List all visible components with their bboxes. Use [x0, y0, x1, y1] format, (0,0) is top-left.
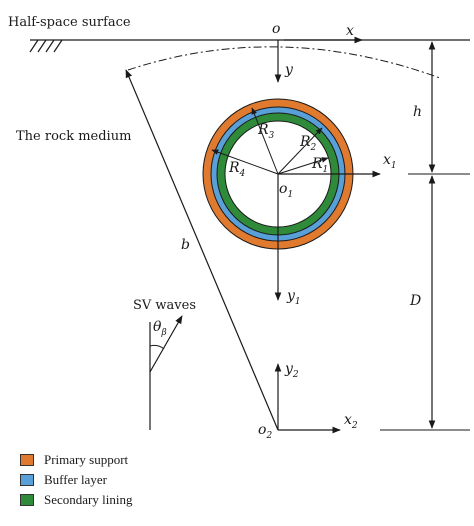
rock-medium-label: The rock medium [16, 129, 131, 144]
r4-label: R4 [228, 160, 246, 179]
sv-waves-label: SV waves [133, 298, 196, 313]
b-label: b [181, 237, 190, 253]
h-label: h [413, 104, 422, 120]
r2-arrow [277, 127, 323, 175]
theta-arc [149, 344, 165, 350]
legend-swatch [20, 474, 34, 486]
x2-axis-label: x2 [344, 412, 358, 431]
r3-label: R3 [257, 122, 275, 141]
theta-label: θβ [153, 319, 167, 338]
legend-label: Buffer layer [44, 472, 107, 487]
o2-label: o2 [258, 422, 272, 441]
origin-label: o [272, 21, 280, 37]
legend-item-primary-support: Primary support [20, 450, 132, 470]
r4-arrow [211, 149, 279, 175]
y1-axis-label: y1 [286, 288, 301, 307]
sv-wave-arrow [149, 315, 183, 373]
r2-label: R2 [299, 134, 317, 153]
o1-label: o1 [279, 181, 293, 200]
y2-axis-label: y2 [284, 361, 299, 380]
legend-item-secondary-lining: Secondary lining [20, 490, 132, 510]
legend-label: Secondary lining [44, 492, 133, 507]
x-axis-label: x [346, 23, 354, 39]
y-axis-label: y [284, 62, 294, 78]
d-label: D [409, 293, 421, 309]
legend-item-buffer-layer: Buffer layer [20, 470, 132, 490]
r1-label: R1 [311, 156, 328, 175]
r1-arrow [277, 157, 329, 175]
legend-label: Primary support [44, 452, 129, 467]
r3-arrow [251, 107, 279, 175]
legend-swatch [20, 454, 34, 466]
x1-axis-label: x1 [383, 152, 397, 171]
legend-swatch [20, 494, 34, 506]
surface-label: Half-space surface [8, 15, 131, 30]
dashdot-arc [127, 46, 441, 79]
b-arrow [125, 69, 279, 431]
legend: Primary support Buffer layer Secondary l… [20, 450, 132, 510]
surface-hatching [29, 39, 63, 53]
